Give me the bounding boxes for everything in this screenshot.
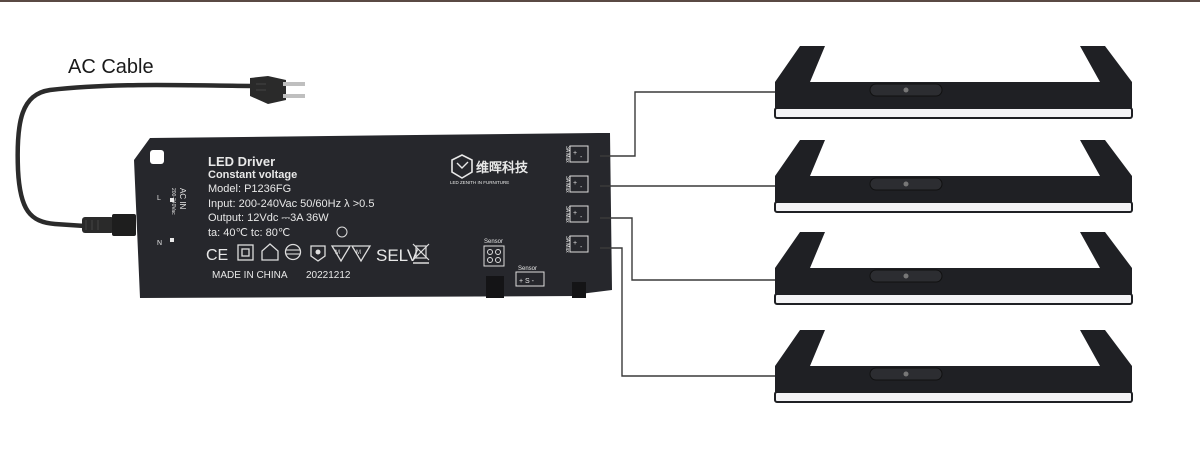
port-3-label: 3A Max: [564, 206, 570, 223]
ac-connector: [82, 214, 136, 236]
selv-mark: SELV: [376, 246, 419, 265]
brand-name: 维晖科技: [476, 160, 529, 175]
production-date: 20221212: [306, 270, 351, 281]
mount-hole-icon: [150, 150, 164, 164]
cabinet-light-1: [774, 46, 1133, 119]
top-border: [0, 0, 1200, 2]
double-insulation-icon: [237, 244, 254, 261]
cabinet-light-4: [774, 330, 1133, 403]
svg-text:-: -: [580, 244, 583, 251]
svg-text:-: -: [580, 154, 583, 161]
svg-text:M: M: [356, 250, 361, 256]
brand-tagline: LED ZENITH IN FURNITURE: [450, 180, 509, 185]
port-2-label: 3A Max: [564, 176, 570, 193]
output-wires: [600, 91, 775, 377]
sensor-port-left: [483, 245, 505, 267]
svg-text:+: +: [573, 180, 577, 187]
driver-output: Output: 12Vdc ⎓3A 36W: [208, 212, 329, 224]
ac-cable-wire: [15, 82, 261, 229]
weee-bin-icon: [412, 243, 430, 264]
driver-model: Model: P1236FG: [208, 183, 291, 195]
wire-3: [600, 217, 775, 281]
port-4-label: 3A Max: [564, 236, 570, 253]
svg-text:+: +: [573, 210, 577, 217]
sensor-pins-label: + S -: [519, 278, 535, 285]
wire-4: [600, 247, 775, 377]
svg-text:+: +: [573, 240, 577, 247]
driver-temperature: ta: 40℃ tc: 80℃: [208, 227, 290, 239]
wire-1: [600, 91, 775, 157]
ce-mark-icon: CE: [206, 247, 228, 264]
ac-cable-label: AC Cable: [68, 56, 154, 78]
led-driver: LED Driver Constant voltage Model: P1236…: [134, 133, 612, 298]
driver-subtitle: Constant voltage: [208, 169, 297, 181]
made-in-label: MADE IN CHINA: [212, 270, 288, 281]
output-port-4: +-: [569, 235, 589, 253]
safety-transformer-icon: [284, 243, 302, 261]
output-port-3: +-: [569, 205, 589, 223]
furniture-mount-icon-2: M: [350, 245, 372, 263]
svg-text:M: M: [335, 250, 340, 256]
cabinet-light-3: [774, 232, 1133, 305]
port-1-label: 3A Max: [564, 146, 570, 163]
indoor-use-icon: [261, 243, 279, 261]
sensor-port-right: [515, 271, 545, 287]
brand-logo-icon: [451, 154, 473, 179]
ac-l-label: L: [157, 195, 161, 202]
svg-text:+: +: [573, 150, 577, 157]
output-port-2: +-: [569, 175, 589, 193]
driver-title: LED Driver: [208, 154, 275, 169]
cabinet-light-2: [774, 140, 1133, 213]
tc-mark-icon: [336, 226, 348, 238]
ac-in-label: AC IN: [178, 188, 187, 210]
output-port-1: +-: [569, 145, 589, 163]
svg-text:-: -: [580, 214, 583, 221]
ac-plug: [250, 76, 305, 104]
thermal-protection-icon: [310, 245, 326, 262]
driver-input: Input: 200-240Vac 50/60Hz λ >0.5: [208, 198, 374, 210]
ac-n-label: N: [157, 240, 162, 247]
sensor-label-right: Sensor: [518, 266, 537, 272]
svg-text:-: -: [580, 184, 583, 191]
sensor-label-left: Sensor: [484, 239, 503, 245]
furniture-mount-icon: M: [330, 245, 352, 263]
